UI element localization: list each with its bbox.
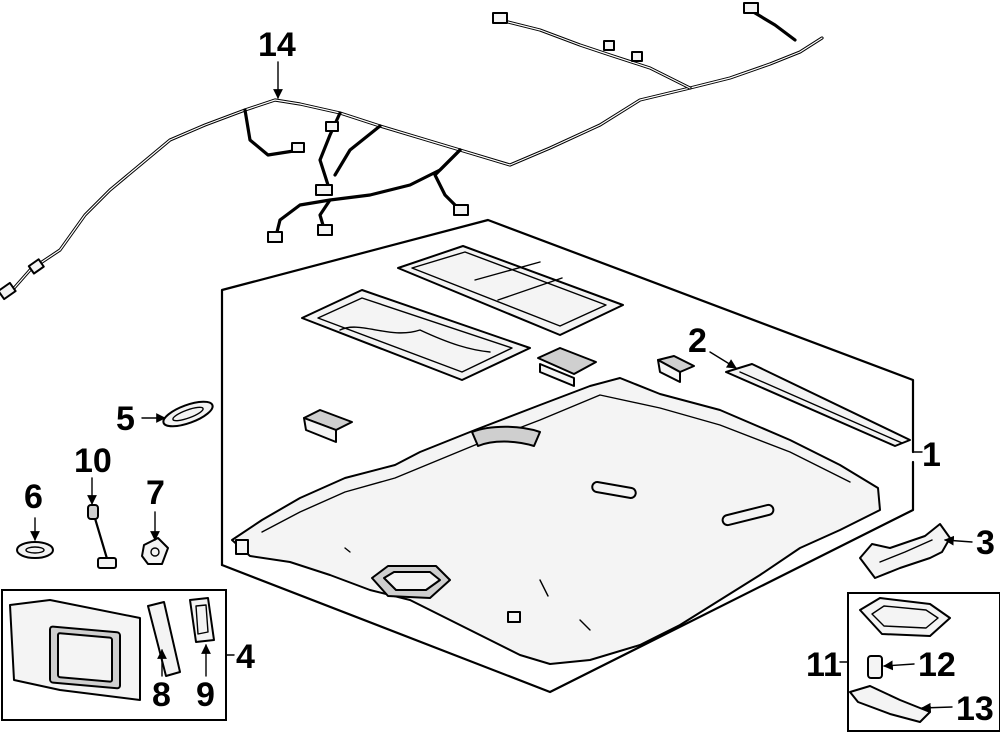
- callout-numbers: 1 2 3 4 5 6 7 8 9 10 11 12 13 14: [24, 26, 995, 728]
- callout-13: 13: [956, 690, 994, 728]
- leader-lines: [30, 61, 973, 713]
- callout-7: 7: [146, 474, 165, 512]
- callout-9: 9: [196, 676, 215, 714]
- clip-part-7: [141, 537, 169, 565]
- sunvisor-group-box-part-4: [1, 589, 235, 721]
- callout-8: 8: [152, 676, 171, 714]
- sunroof-opening-frames: [301, 245, 624, 381]
- rod-part-10: [87, 504, 117, 569]
- callout-12: 12: [918, 646, 956, 684]
- callout-11: 11: [806, 646, 842, 684]
- dome-lamp-group-box-part-11: [839, 592, 1000, 732]
- callout-4: 4: [236, 638, 255, 676]
- trim-strip-part-2: [725, 363, 911, 447]
- callout-3: 3: [976, 524, 995, 562]
- assist-handle-part-3: [859, 523, 951, 579]
- callout-14: 14: [258, 26, 296, 64]
- retainer-part-6: [16, 541, 54, 559]
- headliner-clips: [303, 347, 695, 443]
- wiring-harness-part-14: [0, 2, 824, 301]
- callout-10: 10: [74, 442, 112, 480]
- callout-5: 5: [116, 400, 135, 438]
- callout-1: 1: [922, 436, 941, 474]
- callout-6: 6: [24, 478, 43, 516]
- headliner-panel-part-1: [231, 377, 881, 665]
- coat-hook-part-5: [162, 400, 214, 428]
- headliner-assembly-frame: [220, 218, 923, 694]
- callout-2: 2: [688, 322, 707, 360]
